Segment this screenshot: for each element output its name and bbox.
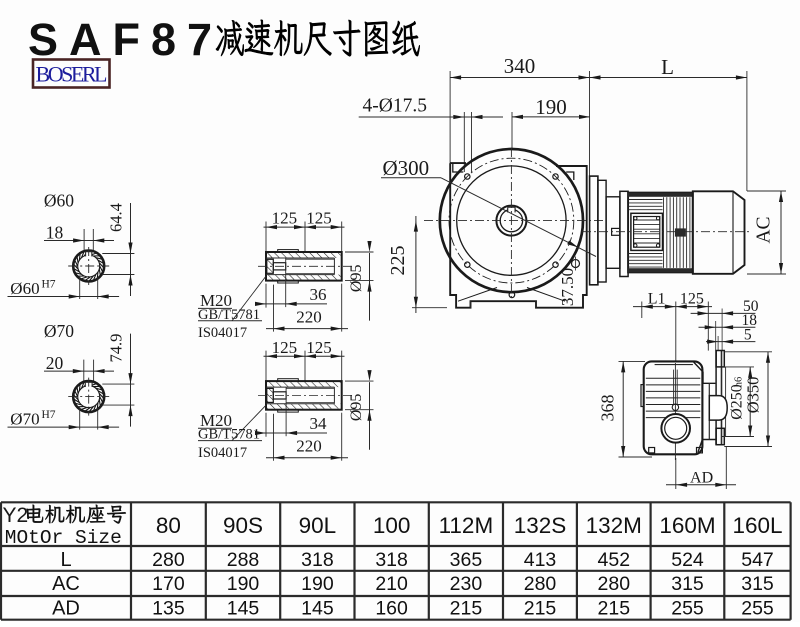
svg-text:Ø60: Ø60	[44, 191, 74, 211]
svg-text:Y2: Y2	[3, 504, 29, 527]
svg-text:90S: 90S	[223, 513, 263, 538]
svg-text:Ø60: Ø60	[10, 279, 39, 298]
svg-text:IS04017: IS04017	[198, 445, 247, 461]
svg-text:220: 220	[296, 307, 322, 326]
svg-text:L: L	[60, 549, 71, 571]
svg-text:225: 225	[387, 246, 409, 276]
svg-text:215: 215	[524, 598, 557, 620]
svg-text:Ø350: Ø350	[744, 377, 763, 414]
svg-text:145: 145	[227, 598, 260, 620]
svg-text:36: 36	[310, 285, 327, 304]
svg-text:BOSERL: BOSERL	[36, 62, 108, 87]
svg-text:318: 318	[301, 549, 334, 571]
svg-text:215: 215	[598, 598, 631, 620]
svg-text:190: 190	[227, 573, 260, 595]
svg-text:37.50: 37.50	[558, 268, 577, 306]
svg-text:547: 547	[741, 549, 774, 571]
svg-text:4-Ø17.5: 4-Ø17.5	[363, 95, 427, 116]
svg-text:315: 315	[741, 573, 774, 595]
svg-text:190: 190	[301, 573, 334, 595]
svg-text:132S: 132S	[514, 513, 567, 538]
svg-text:125: 125	[272, 338, 298, 357]
svg-text:255: 255	[741, 598, 774, 620]
svg-text:280: 280	[598, 573, 631, 595]
svg-text:524: 524	[671, 549, 704, 571]
svg-text:160M: 160M	[659, 513, 715, 538]
svg-text:IS04017: IS04017	[198, 325, 247, 341]
svg-text:220: 220	[296, 437, 322, 456]
svg-text:100: 100	[373, 513, 411, 538]
svg-text:368: 368	[598, 395, 618, 422]
svg-text:L: L	[661, 55, 674, 79]
svg-text:170: 170	[152, 573, 185, 595]
svg-text:135: 135	[152, 598, 185, 620]
svg-text:160: 160	[375, 598, 408, 620]
svg-text:315: 315	[671, 573, 704, 595]
svg-text:413: 413	[524, 549, 557, 571]
svg-text:280: 280	[524, 573, 557, 595]
svg-text:112M: 112M	[439, 513, 494, 538]
svg-text:215: 215	[450, 598, 483, 620]
svg-text:64.4: 64.4	[107, 203, 126, 232]
svg-text:Ø70: Ø70	[10, 410, 39, 429]
svg-text:365: 365	[450, 549, 483, 571]
svg-text:AC: AC	[52, 573, 80, 595]
svg-text:74.9: 74.9	[107, 334, 126, 363]
svg-text:132M: 132M	[586, 513, 642, 538]
svg-text:230: 230	[450, 573, 483, 595]
svg-text:L1: L1	[648, 291, 666, 308]
svg-text:125: 125	[272, 209, 298, 228]
svg-text:160L: 160L	[732, 513, 782, 538]
svg-text:288: 288	[227, 549, 260, 571]
svg-text:AC: AC	[754, 216, 775, 243]
svg-text:318: 318	[375, 549, 408, 571]
svg-text:340: 340	[504, 54, 536, 78]
svg-text:MOtOr Size: MOtOr Size	[5, 527, 122, 549]
svg-text:125: 125	[680, 291, 704, 308]
svg-text:Ø95: Ø95	[348, 394, 365, 422]
svg-text:90L: 90L	[299, 513, 337, 538]
svg-text:AD: AD	[690, 469, 713, 486]
svg-text:5: 5	[744, 326, 752, 343]
svg-text:H7: H7	[42, 279, 56, 291]
svg-text:80: 80	[156, 513, 181, 538]
svg-text:280: 280	[152, 549, 185, 571]
svg-text:AD: AD	[52, 598, 80, 620]
svg-text:190: 190	[535, 95, 567, 119]
svg-text:Ø95: Ø95	[348, 265, 365, 293]
svg-text:452: 452	[598, 549, 631, 571]
svg-text:210: 210	[375, 573, 408, 595]
svg-text:Ø70: Ø70	[44, 321, 74, 341]
svg-text:SAF87: SAF87	[28, 14, 223, 65]
svg-text:145: 145	[301, 598, 334, 620]
svg-text:125: 125	[306, 338, 332, 357]
svg-text:125: 125	[306, 209, 332, 228]
svg-text:Ø300: Ø300	[383, 156, 430, 180]
svg-text:34: 34	[310, 414, 328, 433]
svg-text:255: 255	[671, 598, 704, 620]
svg-text:18: 18	[46, 223, 64, 243]
svg-text:20: 20	[46, 353, 64, 373]
svg-text:H7: H7	[42, 409, 56, 421]
